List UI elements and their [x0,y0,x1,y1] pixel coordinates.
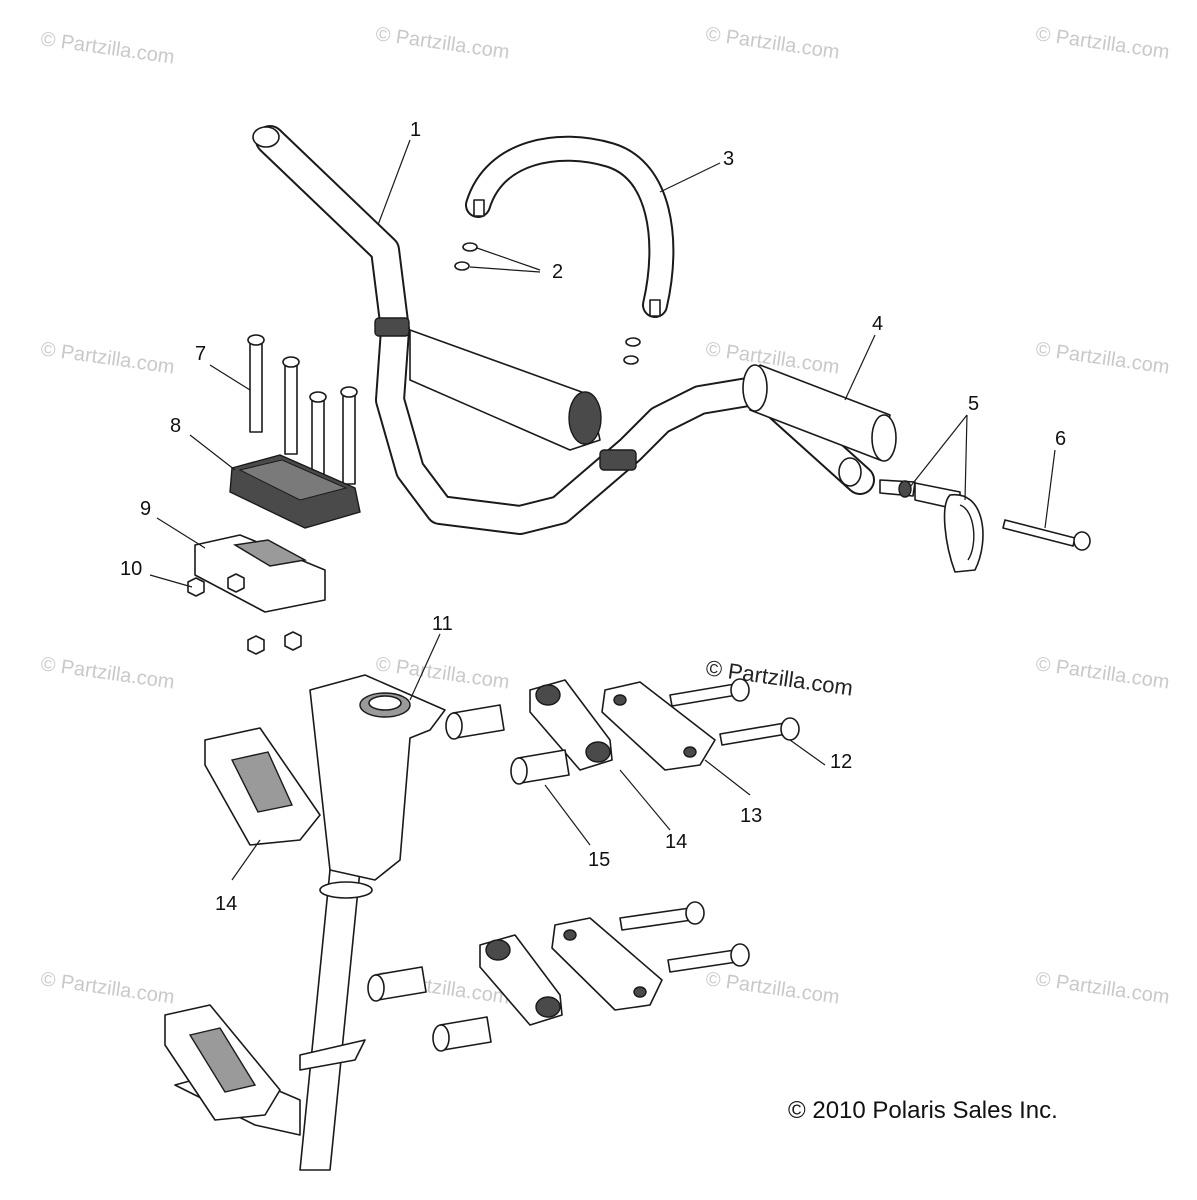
callout-6: 6 [1055,428,1066,450]
crossbar-pad [374,317,637,471]
watermark: © Partzilla.com [1034,653,1171,694]
bolts-12 [619,678,800,973]
clamp-14-left [164,727,321,1121]
leader-lines [149,139,1056,881]
callout-13: 13 [740,805,762,827]
watermark: © Partzilla.com [39,653,176,694]
watermark: © Partzilla.com [1034,968,1171,1009]
callout-7: 7 [195,343,206,365]
callout-5: 5 [968,393,979,415]
watermark: © Partzilla.com [374,23,511,64]
bolts-7 [247,334,358,490]
copyright-text: © 2010 Polaris Sales Inc. [788,1097,1058,1124]
lower-clamp [194,534,326,613]
hand-guard [465,135,675,318]
callout-3: 3 [723,148,734,170]
watermark: © Partzilla.com [1034,23,1171,64]
callout-9: 9 [140,498,151,520]
watermark: © Partzilla.com [39,968,176,1009]
callout-14-right: 14 [665,831,687,853]
callout-14-left: 14 [215,893,237,915]
callouts: 1 2 3 4 5 6 7 8 9 10 11 12 13 14 14 15 [120,119,1066,915]
bushings-15 [367,704,570,1052]
callout-1: 1 [410,119,421,141]
callout-11: 11 [432,613,453,635]
callout-10: 10 [120,558,142,580]
bolt-6 [1002,519,1091,551]
plates-13 [551,681,716,1011]
callout-15: 15 [588,849,610,871]
upper-clamp [229,454,361,529]
throttle-assembly [879,479,984,573]
watermark: © Partzilla.com [1034,338,1171,379]
callout-12: 12 [830,751,852,773]
nut-set-2 [454,242,641,365]
watermark: © Partzilla.com [704,968,841,1009]
watermark: © Partzilla.com [39,338,176,379]
clamp-14-right [479,679,613,1026]
callout-8: 8 [170,415,181,437]
watermark: © Partzilla.com [39,28,176,69]
watermark: © Partzilla.com [704,23,841,64]
callout-2: 2 [552,261,563,283]
callout-4: 4 [872,313,883,335]
grip [742,364,897,462]
nut-set-10 [187,573,302,655]
